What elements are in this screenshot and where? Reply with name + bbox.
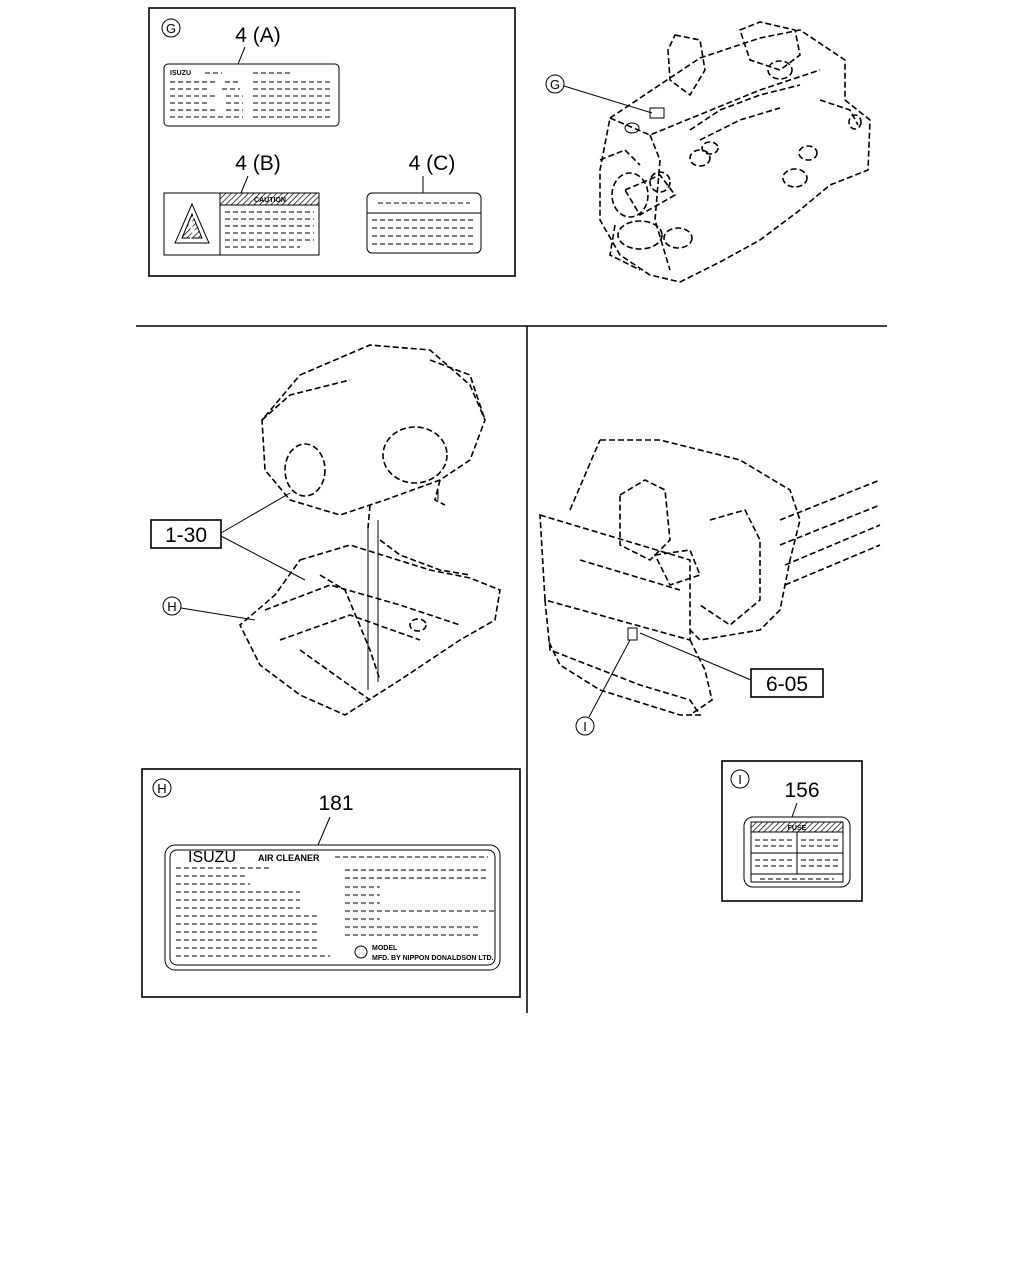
panel-i-callout-circle	[730, 769, 750, 789]
engine-leader	[563, 85, 653, 114]
fuse-label: FUSE	[743, 816, 851, 888]
engine-label-position	[649, 107, 665, 119]
panel-i-callout-text: I	[738, 772, 742, 787]
label-b-leader	[240, 175, 249, 194]
label-a-leader	[237, 46, 246, 65]
label-181-maker: MFD. BY NIPPON DONALDSON LTD.	[372, 955, 494, 962]
ref-box-air-cleaner	[150, 519, 222, 549]
cab-illustration: 6-05 I	[539, 439, 881, 736]
callout-g-engine-circle	[545, 74, 565, 94]
callout-i-circle	[575, 716, 595, 736]
callout-g-text: G	[166, 21, 176, 36]
label-181-model: MODEL	[372, 945, 398, 952]
label-c-ref: 4 (C)	[409, 152, 456, 175]
ref-air-cleaner: 1-30	[165, 524, 207, 547]
panel-h: H 181 ISUZU AIR CLEANER	[141, 768, 521, 998]
label-181-product: AIR CLEANER	[258, 853, 320, 863]
label-181-brand: ISUZU	[188, 849, 236, 866]
engine-illustration: G	[545, 21, 871, 283]
label-b-header: CAUTION	[254, 197, 286, 204]
callout-g-engine-text: G	[550, 77, 560, 92]
callout-g-circle	[161, 18, 181, 38]
label-c-sticker	[366, 192, 482, 254]
label-b-ref: 4 (B)	[235, 152, 281, 175]
label-a-sticker: ISUZU	[163, 63, 340, 127]
donaldson-logo-icon	[354, 945, 368, 959]
callout-i-text: I	[583, 719, 587, 734]
panel-h-callout-circle	[152, 778, 172, 798]
air-cleaner-illustration: 1-30 H	[150, 344, 501, 716]
panel-i: I 156 FUSE	[721, 760, 863, 902]
ref-cab: 6-05	[766, 673, 808, 696]
ref-box-cab	[750, 668, 824, 698]
panel-h-callout-text: H	[157, 781, 166, 796]
callout-h-circle	[162, 596, 182, 616]
callout-h-text: H	[167, 599, 176, 614]
label-181-ref: 181	[318, 792, 353, 815]
panel-h-frame	[141, 768, 521, 998]
label-a-ref: 4 (A)	[235, 24, 281, 47]
label-156-header: FUSE	[788, 825, 807, 832]
panel-g: G 4 (A) ISUZU	[148, 7, 516, 277]
label-b-sticker: CAUTION	[163, 192, 320, 256]
warning-triangle-icon	[174, 202, 210, 244]
fuse-label-position	[627, 627, 638, 641]
air-cleaner-label: ISUZU AIR CLEANER MODEL MFD. BY NIPPON D…	[164, 844, 501, 971]
label-156-ref: 156	[784, 779, 819, 802]
label-a-brand: ISUZU	[170, 70, 191, 77]
panel-g-frame	[148, 7, 516, 277]
